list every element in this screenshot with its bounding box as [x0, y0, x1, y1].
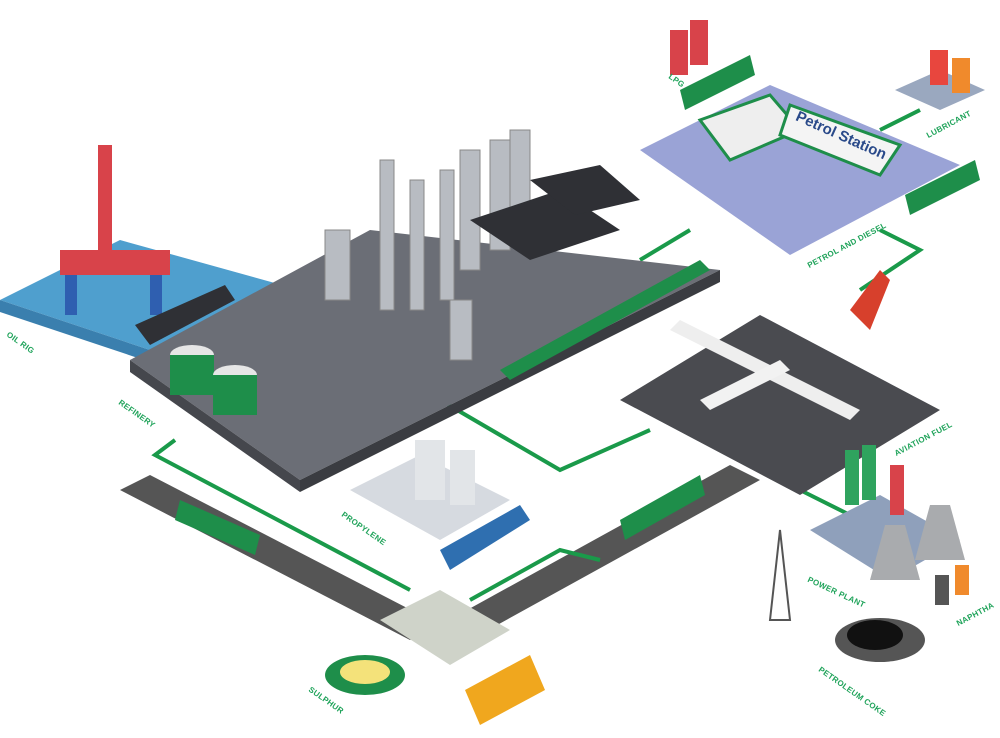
- propylene-tanks: [415, 440, 475, 505]
- oil-rig: [60, 145, 170, 315]
- train: [500, 260, 710, 380]
- silos: [845, 445, 876, 505]
- tanker-truck: [905, 160, 980, 215]
- airport-pad: [620, 315, 940, 495]
- rail-tankers: [440, 505, 530, 570]
- cooling-tower: [915, 505, 965, 560]
- cooling-tower: [870, 525, 920, 580]
- tanker-truck: [175, 500, 260, 555]
- tanker-truck: [620, 475, 705, 540]
- storage-tanks: [170, 345, 257, 415]
- transmission-tower: [768, 529, 792, 621]
- junction-pad: [380, 590, 510, 665]
- naphtha-barrels: [935, 565, 969, 605]
- tanker-truck: [680, 55, 755, 110]
- cooling-units: [470, 165, 640, 260]
- dump-truck: [465, 655, 545, 725]
- oil-tanker-ship: [135, 285, 235, 345]
- chimney: [890, 465, 904, 515]
- refinery-platform: [130, 230, 720, 480]
- lpg-cylinders: [670, 20, 708, 75]
